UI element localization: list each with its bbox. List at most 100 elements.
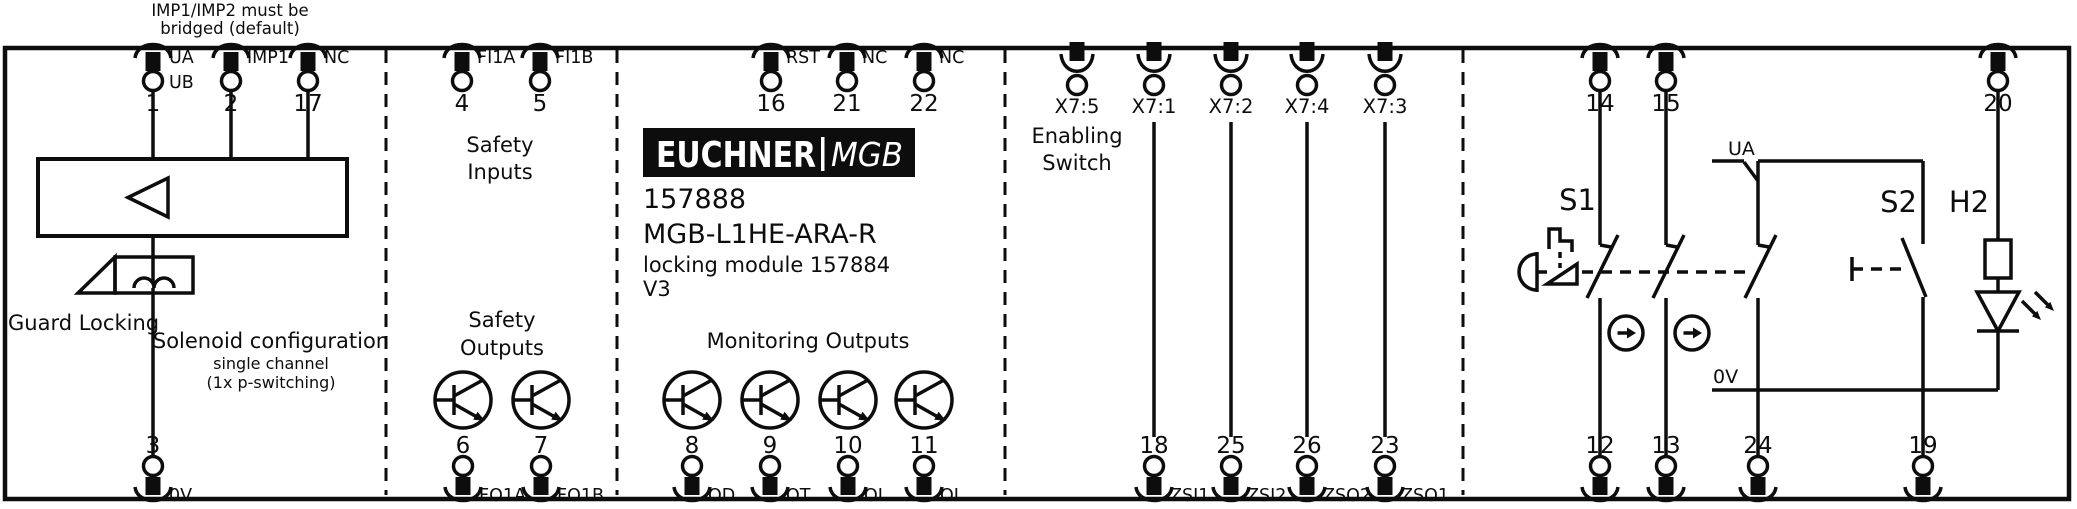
terminal-icon-1 bbox=[133, 42, 173, 93]
solenoid-coil-arc-1 bbox=[132, 276, 156, 289]
s1-label: S1 bbox=[1559, 183, 1596, 217]
terminal-22-number: 22 bbox=[909, 91, 938, 117]
solenoid-coil-arc-2 bbox=[152, 276, 176, 289]
terminal-5-tag: FI1B bbox=[555, 48, 593, 68]
s1-contact-icon-3 bbox=[1743, 233, 1778, 300]
terminal-icon-22 bbox=[904, 42, 944, 93]
euchner-logo: EUCHNER MGB bbox=[643, 128, 915, 177]
s1-contact-icon-1 bbox=[1585, 233, 1620, 300]
model-name: MGB-L1HE-ARA-R bbox=[643, 219, 877, 250]
terminal-3-number: 3 bbox=[146, 433, 161, 459]
terminal-19-number: 19 bbox=[1908, 433, 1937, 459]
positive-opening-icon-1 bbox=[1607, 314, 1645, 352]
guard-lock-wedge-icon bbox=[73, 252, 117, 295]
terminal-26-number: 26 bbox=[1292, 433, 1321, 459]
order-number: 157888 bbox=[643, 184, 746, 215]
transistor-icon-fo1a bbox=[433, 370, 493, 430]
terminal-icon-16 bbox=[751, 42, 791, 93]
terminal-23-tag: ZSO1 bbox=[1401, 486, 1449, 506]
terminal-24-number: 24 bbox=[1743, 433, 1772, 459]
guard-locking-label: Guard Locking bbox=[8, 311, 159, 335]
terminal-x7-5-label: X7:5 bbox=[1055, 95, 1100, 118]
logo-separator bbox=[821, 137, 825, 171]
terminal-25-number: 25 bbox=[1216, 433, 1245, 459]
transistor-icon-fo1b bbox=[511, 370, 571, 430]
terminal-icon-2 bbox=[211, 42, 251, 93]
s2-label: S2 bbox=[1880, 185, 1917, 219]
safety-outputs-label-1: Safety bbox=[468, 308, 535, 332]
terminal-10-number: 10 bbox=[833, 433, 862, 459]
section-external-circuit: 14 15 20 S1 UA S2 bbox=[1517, 42, 2054, 503]
terminal-icon-20 bbox=[1978, 42, 2018, 93]
terminal-8-tag: OD bbox=[708, 486, 735, 506]
terminal-12-number: 12 bbox=[1585, 433, 1614, 459]
led-icon bbox=[1974, 290, 2054, 335]
terminal-7-number: 7 bbox=[534, 433, 549, 459]
terminal-icon-10 bbox=[828, 454, 868, 503]
terminal-6-tag: FO1A bbox=[479, 486, 526, 506]
terminal-26-tag: ZSO2 bbox=[1323, 486, 1371, 506]
terminal-6-number: 6 bbox=[456, 433, 471, 459]
section-solenoid: UA UB IMP1 NC 1 2 17 Guard Locking Solen… bbox=[8, 42, 389, 506]
terminal-7-tag: FO1B bbox=[557, 486, 604, 506]
estop-actuator-icon bbox=[1517, 227, 1579, 292]
terminal-21-tag: NC bbox=[862, 48, 887, 68]
solenoid-config-sub1: single channel bbox=[213, 354, 329, 373]
s1-contact-icon-2 bbox=[1651, 233, 1686, 300]
section-enabling-switch: X7:5 X7:1 X7:2 X7:4 X7:3 Enabling Switch… bbox=[1031, 40, 1449, 506]
driver-block bbox=[36, 157, 349, 238]
amplifier-triangle-icon bbox=[124, 175, 170, 220]
enabling-switch-label-1: Enabling bbox=[1031, 124, 1122, 148]
h2-label: H2 bbox=[1949, 185, 1989, 219]
solenoid-box-icon bbox=[113, 255, 195, 295]
terminal-icon-17 bbox=[288, 42, 328, 93]
terminal-4-number: 4 bbox=[455, 91, 470, 117]
terminal-icon-6 bbox=[443, 454, 483, 503]
terminal-icon-5 bbox=[520, 42, 560, 93]
section-module: RST NC NC 16 21 22 EUCHNER MGB 157888 MG… bbox=[643, 42, 964, 506]
terminal-18-tag: ZSI1 bbox=[1170, 486, 1209, 506]
diagram-border bbox=[2, 45, 2072, 502]
monitoring-outputs-label: Monitoring Outputs bbox=[707, 329, 910, 353]
terminal-icon-25 bbox=[1211, 454, 1251, 503]
safety-inputs-label-2: Inputs bbox=[467, 160, 532, 184]
transistor-icon-ot bbox=[740, 370, 800, 430]
terminal-icon-4 bbox=[442, 42, 482, 93]
resistor-icon bbox=[1983, 238, 2013, 280]
module-version: V3 bbox=[643, 277, 671, 301]
terminal-icon-7 bbox=[521, 454, 561, 503]
terminal-17-tag: NC bbox=[324, 48, 349, 68]
positive-opening-icon-2 bbox=[1673, 314, 1711, 352]
terminal-22-tag: NC bbox=[939, 48, 964, 68]
bridge-note-line2: bridged (default) bbox=[160, 19, 300, 38]
logo-background bbox=[643, 128, 915, 177]
terminal-1-tag-ub: UB bbox=[169, 73, 194, 93]
module-description: locking module 157884 bbox=[643, 253, 890, 277]
terminal-icon-19 bbox=[1903, 454, 1943, 503]
terminal-icon-8 bbox=[672, 454, 712, 503]
terminal-9-number: 9 bbox=[763, 433, 778, 459]
terminal-x7-2-label: X7:2 bbox=[1209, 95, 1254, 118]
terminal-11-number: 11 bbox=[909, 433, 938, 459]
ua-rail-label: UA bbox=[1728, 138, 1755, 160]
terminal-2-tag: IMP1 bbox=[247, 48, 289, 68]
zero-v-rail-label: 0V bbox=[1713, 366, 1738, 388]
section-safety-io: FI1A FI1B 4 5 Safety Inputs Safety Outpu… bbox=[433, 42, 604, 506]
terminal-1-tag-ua: UA bbox=[169, 48, 194, 68]
terminal-16-tag: RST bbox=[786, 48, 820, 68]
s2-contact-icon bbox=[1850, 237, 1928, 298]
logo-sub-text: MGB bbox=[831, 135, 903, 174]
terminal-4-tag: FI1A bbox=[477, 48, 515, 68]
terminal-5-number: 5 bbox=[533, 91, 548, 117]
terminal-10-tag: OL bbox=[864, 486, 888, 506]
terminal-x7-4-label: X7:4 bbox=[1285, 95, 1330, 118]
solenoid-config-title: Solenoid configuration bbox=[153, 329, 389, 353]
enabling-switch-label-2: Switch bbox=[1042, 151, 1111, 175]
terminal-icon-23 bbox=[1365, 454, 1405, 503]
terminal-icon-11 bbox=[904, 454, 944, 503]
terminal-16-number: 16 bbox=[756, 91, 785, 117]
transistor-icon-ol bbox=[818, 370, 878, 430]
terminal-23-number: 23 bbox=[1370, 433, 1399, 459]
